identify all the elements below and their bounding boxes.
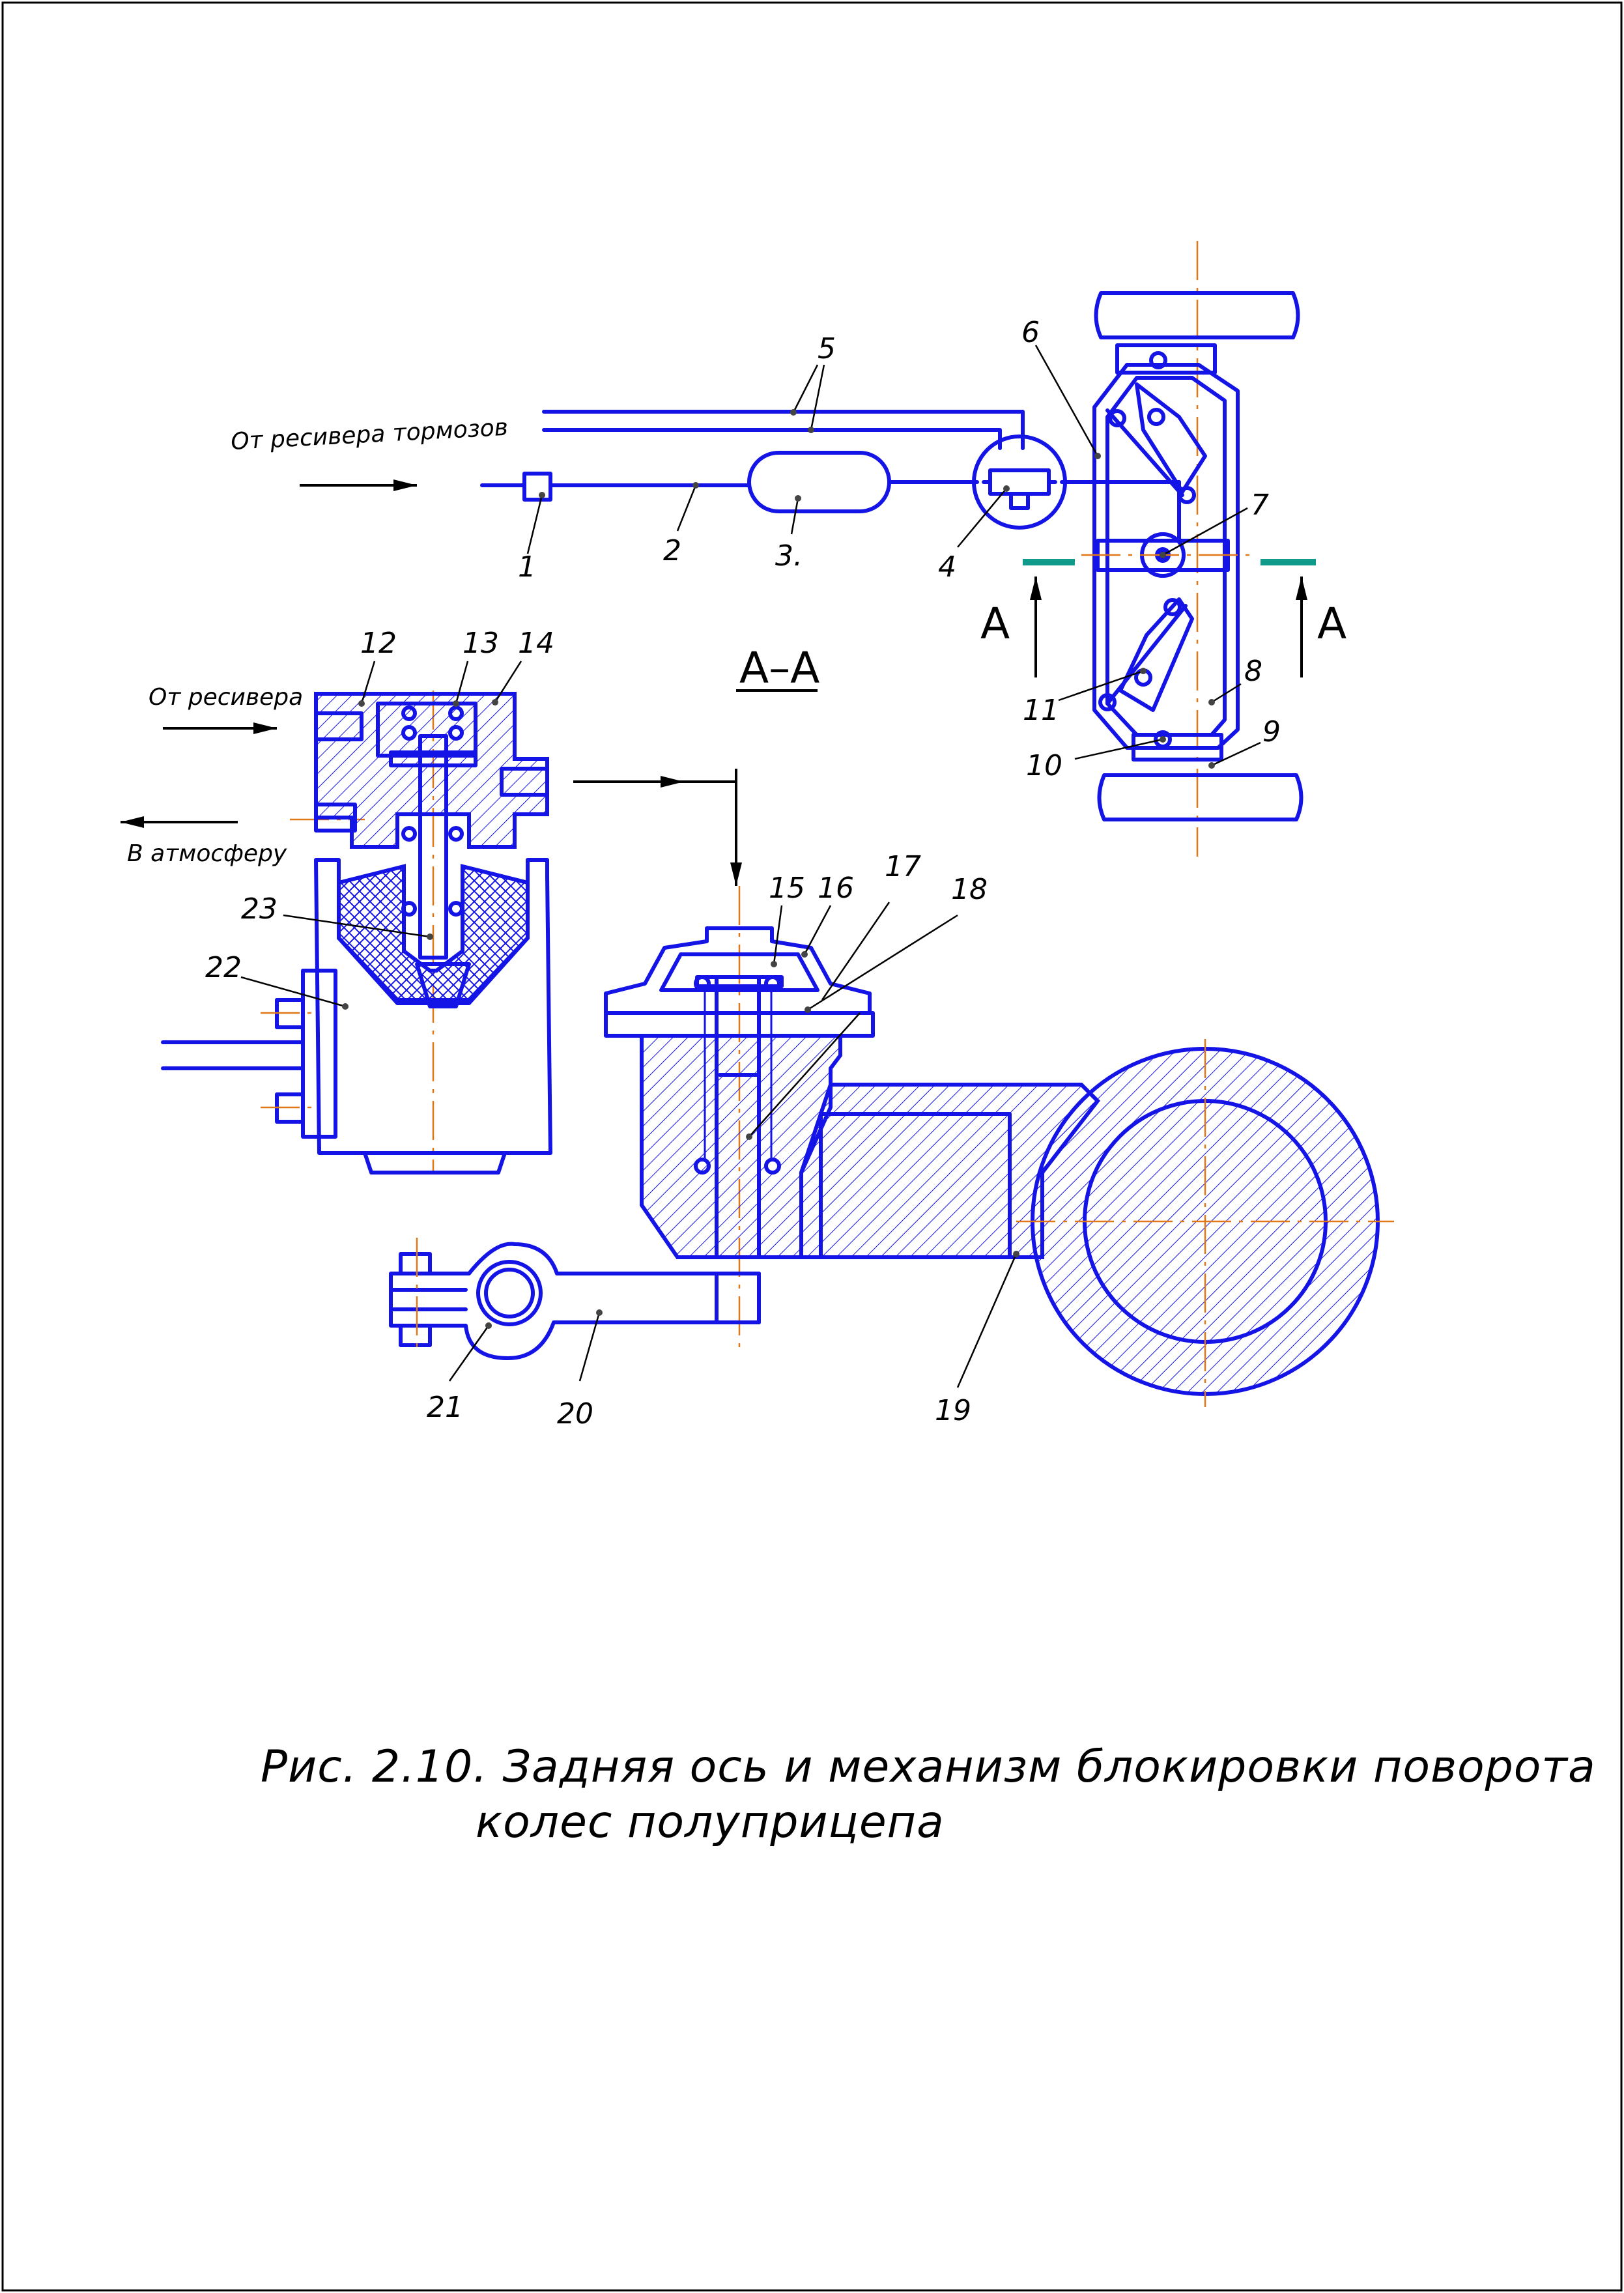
label-from-brake-receiver: От ресивера тормозов (230, 414, 509, 455)
air-supply-lines (480, 410, 1181, 487)
callout-20: 20 (557, 1397, 593, 1431)
section-title: А–А (739, 643, 819, 693)
callout-16: 16 (818, 872, 854, 905)
control-valve-4 (972, 434, 1067, 530)
callout-23: 23 (241, 892, 278, 926)
callout-numbers: 1 2 3. 4 5 6 7 8 9 10 11 12 13 14 15 16 … (205, 316, 1281, 1431)
receiver-3 (747, 451, 891, 513)
callout-11: 11 (1023, 694, 1059, 727)
lever-assembly (389, 1238, 761, 1360)
callout-3: 3. (775, 539, 803, 573)
callout-7: 7 (1251, 489, 1269, 522)
section-mark-left: А (980, 599, 1010, 649)
callout-5: 5 (818, 332, 836, 365)
callout-4: 4 (938, 550, 956, 584)
callout-13: 13 (463, 627, 499, 660)
section-mark-right: А (1317, 599, 1346, 649)
callout-10: 10 (1026, 749, 1062, 782)
valve-1 (522, 472, 552, 502)
callout-6: 6 (1021, 316, 1040, 349)
figure-caption-line2: колес полуприцепа (476, 1797, 945, 1848)
lock-valve-section (161, 691, 552, 1175)
rear-axle-plan (1081, 241, 1303, 857)
label-from-receiver: От ресивера (149, 684, 303, 711)
callout-19: 19 (935, 1394, 971, 1427)
callout-15: 15 (769, 872, 805, 905)
callout-8: 8 (1244, 655, 1262, 688)
lock-cylinder-section (604, 886, 1394, 1407)
callout-2: 2 (663, 534, 681, 567)
callout-12: 12 (360, 627, 397, 660)
callout-17: 17 (885, 850, 921, 883)
callout-22: 22 (205, 951, 242, 984)
callout-14: 14 (518, 627, 554, 660)
callout-leaders (240, 345, 1261, 1388)
line-to-cylinder (684, 780, 737, 801)
callout-18: 18 (951, 873, 988, 906)
callout-9: 9 (1262, 715, 1281, 748)
callout-dots (342, 409, 1215, 1329)
callout-21: 21 (427, 1391, 463, 1424)
label-to-atmosphere: В атмосферу (127, 840, 287, 867)
callout-1: 1 (518, 550, 536, 584)
figure-caption-line1: Рис. 2.10. Задняя ось и механизм блокиро… (261, 1741, 1596, 1793)
